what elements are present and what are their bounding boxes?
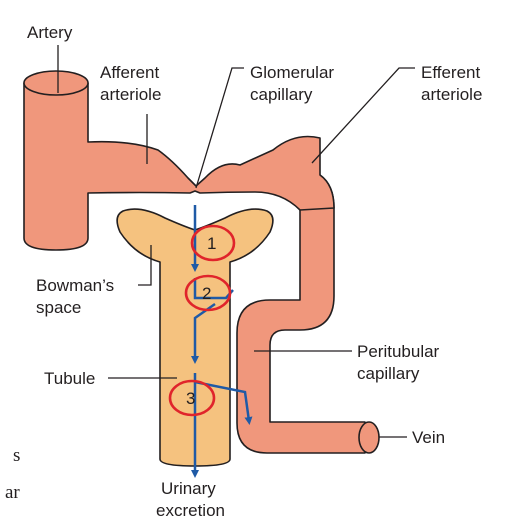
bowmans-leader [138,245,152,286]
label-peritubular-2: capillary [357,364,420,383]
label-efferent-1: Efferent [421,63,481,82]
label-glomerular-1: Glomerular [250,63,334,82]
vein-end [358,421,380,454]
glomerular-leader [195,67,244,189]
label-peritubular-1: Peritubular [357,342,440,361]
cropped-text-1: s [13,445,20,466]
label-urinary-2: excretion [156,501,225,520]
artery-afferent-efferent-shape [23,82,335,251]
artery-top [23,70,89,96]
tubule-flow-arrow [191,302,216,364]
svg-text:2: 2 [202,284,211,303]
marker-1: 1 [190,224,236,262]
svg-text:3: 3 [186,389,195,408]
efferent-leader [311,67,415,164]
label-bowmans-1: Bowman’s [36,276,114,295]
label-afferent-1: Afferent [100,63,160,82]
marker-3: 3 [168,379,216,417]
label-artery: Artery [27,23,73,42]
label-glomerular-2: capillary [250,85,313,104]
cropped-text-2: ar [5,482,20,503]
label-vein: Vein [412,428,445,447]
label-bowmans-2: space [36,298,81,317]
label-tubule: Tubule [44,369,95,388]
marker-2: 2 [184,274,232,312]
label-afferent-2: arteriole [100,85,161,104]
svg-text:1: 1 [207,234,216,253]
leader-lines [57,45,415,438]
label-efferent-2: arteriole [421,85,482,104]
secretion-arrow [194,380,253,425]
label-urinary-1: Urinary [161,479,216,498]
